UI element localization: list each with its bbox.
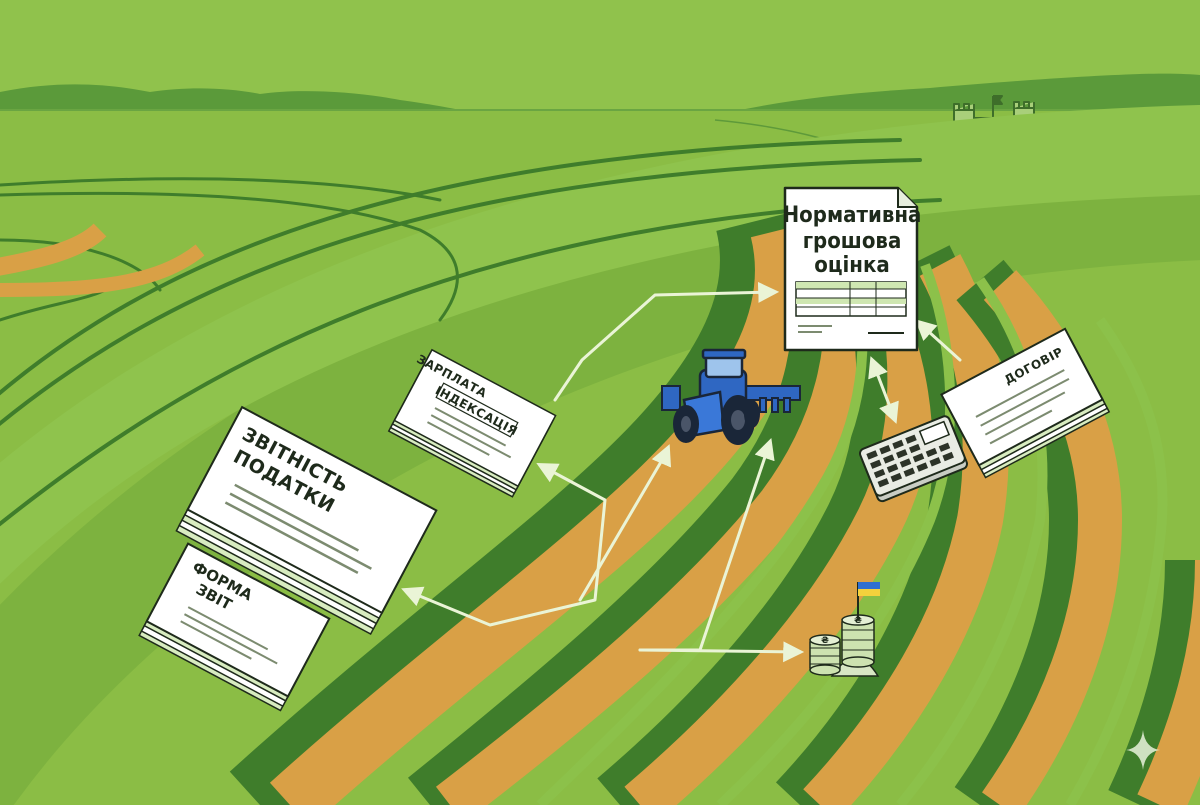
main-document-title-line1: Нормативна bbox=[783, 203, 922, 228]
tax-report-stack: ЗВІТНІСТЬ ПОДАТКИ bbox=[175, 405, 438, 636]
arrow-calculator bbox=[868, 356, 899, 424]
coin-symbol-small: ₴ bbox=[821, 636, 829, 646]
form-stack: ФОРМА ЗВІТ bbox=[138, 542, 331, 712]
tractor-icon bbox=[661, 348, 801, 445]
calculator-icon bbox=[859, 415, 968, 503]
main-document: Нормативна грошова оцінка bbox=[783, 186, 922, 352]
main-document-title-line3: оцінка bbox=[814, 253, 890, 278]
coin-stack-icon: ₴ ₴ bbox=[809, 582, 880, 677]
flow-arrows bbox=[401, 281, 962, 663]
contract-stack: ДОГОВІР bbox=[940, 327, 1111, 479]
arrow-from-contract bbox=[914, 319, 962, 362]
left-hills bbox=[0, 84, 460, 110]
main-document-table bbox=[795, 281, 907, 317]
arrow-to-coins bbox=[638, 641, 805, 663]
coin-symbol-large: ₴ bbox=[854, 616, 862, 626]
salary-stack: ЗАРПЛАТА ІНДЕКСАЦІЯ bbox=[387, 348, 557, 498]
right-hills bbox=[740, 73, 1200, 110]
main-document-title-line2: грошова bbox=[803, 229, 902, 254]
arrow-to-main-document bbox=[553, 281, 780, 402]
sparkle-icon bbox=[1126, 730, 1160, 770]
arrow-reports bbox=[401, 463, 607, 627]
arrow-to-tractor bbox=[578, 444, 672, 602]
